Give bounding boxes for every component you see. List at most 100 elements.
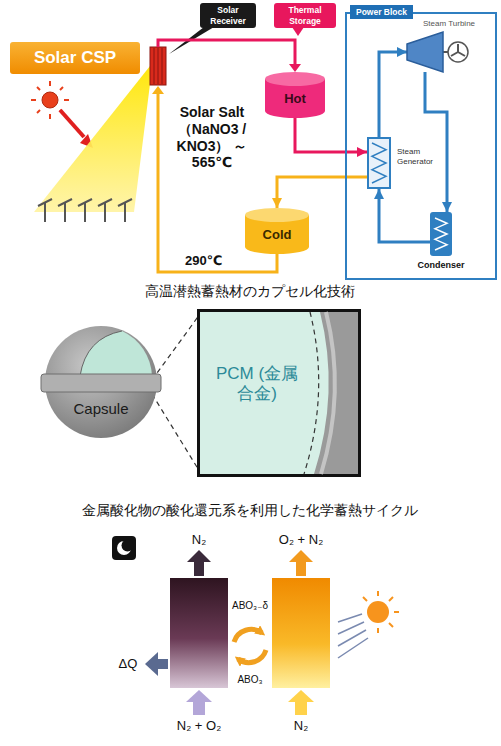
hot-salt-pipe xyxy=(158,40,301,72)
heliostat-field xyxy=(44,203,46,222)
cold-tank-shape xyxy=(245,208,309,222)
condenser: Condenser xyxy=(430,212,452,256)
sun-icon xyxy=(394,611,399,613)
sun-icon xyxy=(60,87,63,90)
sun-icon xyxy=(377,591,379,596)
cold-tank: Cold xyxy=(245,208,309,254)
title-box: Solar CSP xyxy=(10,42,140,74)
flow-arrow xyxy=(187,550,211,562)
flow-arrow xyxy=(186,690,212,702)
node-text: Solar CSP xyxy=(34,48,116,68)
zoom-leader xyxy=(152,314,200,472)
flow-arrow xyxy=(193,700,205,715)
night-icon xyxy=(112,536,136,560)
steam-turbine: Steam Turbine xyxy=(407,32,443,72)
free-label: ΔQ xyxy=(119,656,138,672)
callout-pointer xyxy=(292,27,304,36)
node-text: Hot xyxy=(284,91,306,107)
steam-generator-shape xyxy=(368,138,390,188)
node-text: Steam Turbine xyxy=(423,19,475,29)
capsule-shape xyxy=(80,331,152,376)
pipe-connector xyxy=(379,189,430,242)
pipe-connector xyxy=(295,118,367,152)
night-icon xyxy=(122,540,134,552)
power-block-region: Power BlockSteam TurbineSteam GeneratorC… xyxy=(345,12,497,280)
sun-icon xyxy=(49,114,51,119)
flow-arrow xyxy=(186,690,212,715)
node-text: Power Block xyxy=(350,5,413,19)
solar-receiver xyxy=(150,47,166,85)
steam-turbine-shape xyxy=(407,32,443,72)
free-label: O₂ + N₂ xyxy=(279,532,323,548)
sun-icon xyxy=(338,638,368,658)
sun-icon xyxy=(389,597,393,601)
flow-arrow xyxy=(289,550,313,576)
sun-icon xyxy=(31,99,36,101)
heliostat-field xyxy=(104,203,106,222)
condenser-shape xyxy=(430,212,452,256)
capsule-shape xyxy=(41,374,161,392)
solar-receiver xyxy=(154,48,155,84)
free-label: 290℃ xyxy=(185,253,222,269)
heliostat-field xyxy=(38,199,132,222)
flow-arrow xyxy=(194,560,204,576)
redox-cycle-arrows xyxy=(238,650,266,663)
reduction-reactor xyxy=(272,578,330,688)
sun-icon xyxy=(338,622,364,634)
sun-ray-arrow xyxy=(60,110,84,137)
sun-icon xyxy=(389,623,393,627)
callout-box: Solar Receiver xyxy=(200,3,256,28)
turbine-generator xyxy=(443,42,468,62)
steam-turbine-shape xyxy=(407,32,443,72)
oxidation-reactor xyxy=(170,578,228,688)
pipe-connector xyxy=(277,177,367,208)
sun-icon xyxy=(363,591,399,633)
steam-generator: Steam Generator xyxy=(367,137,391,189)
free-label: N₂ + O₂ xyxy=(177,718,221,734)
sun-icon xyxy=(64,99,69,101)
turbine-generator xyxy=(451,44,465,56)
hot-tank: Hot xyxy=(265,72,325,118)
heliostat-field xyxy=(124,203,126,222)
pcm-zoom: PCM (金属合金) xyxy=(200,312,358,474)
free-label: 金属酸化物の酸化還元系を利用した化学蓄熱サイクル xyxy=(82,502,418,519)
sun-icon xyxy=(338,591,399,658)
flow-arrow xyxy=(288,690,314,715)
node-text: Steam Generator xyxy=(397,147,437,166)
heliostat-field xyxy=(64,203,66,222)
redox-cycle-arrows xyxy=(234,629,266,662)
capsule-shape xyxy=(80,331,122,376)
node-text: Cold xyxy=(263,227,292,243)
flow-arrow xyxy=(296,560,306,576)
node-text: Solar Receiver xyxy=(202,5,254,25)
node-text: Capsule xyxy=(40,400,162,418)
zoom-leader xyxy=(152,394,200,472)
hot-salt-pipe xyxy=(289,64,301,72)
cold-salt-pipe xyxy=(152,86,164,94)
solar-receiver xyxy=(154,48,162,84)
free-label: ABO₃₋δ xyxy=(232,600,268,612)
sun-icon xyxy=(49,81,51,86)
heliostat-field xyxy=(84,203,86,222)
sun-icon xyxy=(367,601,389,623)
turbine-generator xyxy=(448,42,468,62)
reflected-beam xyxy=(34,66,150,212)
hot-salt-pipe xyxy=(158,40,295,66)
pcm-zoom-shape xyxy=(321,312,335,474)
sun-icon xyxy=(338,630,366,646)
sun-ray-arrow xyxy=(60,110,93,148)
sun-icon xyxy=(338,614,362,622)
node-text: Thermal Storage xyxy=(276,5,334,25)
steam-generator-shape xyxy=(367,137,391,189)
flow-arrow xyxy=(288,690,314,702)
free-label: 高温潜熱蓄熱材のカプセル化技術 xyxy=(145,283,355,300)
sun-icon xyxy=(338,614,368,658)
pipe-connector xyxy=(379,52,407,137)
heat-out-arrow xyxy=(145,652,158,676)
capsule: Capsule xyxy=(40,318,162,446)
solar-receiver xyxy=(150,47,166,85)
redox-cycle-arrows xyxy=(234,629,262,642)
capsule-shape xyxy=(40,318,162,446)
night-icon xyxy=(112,536,136,560)
